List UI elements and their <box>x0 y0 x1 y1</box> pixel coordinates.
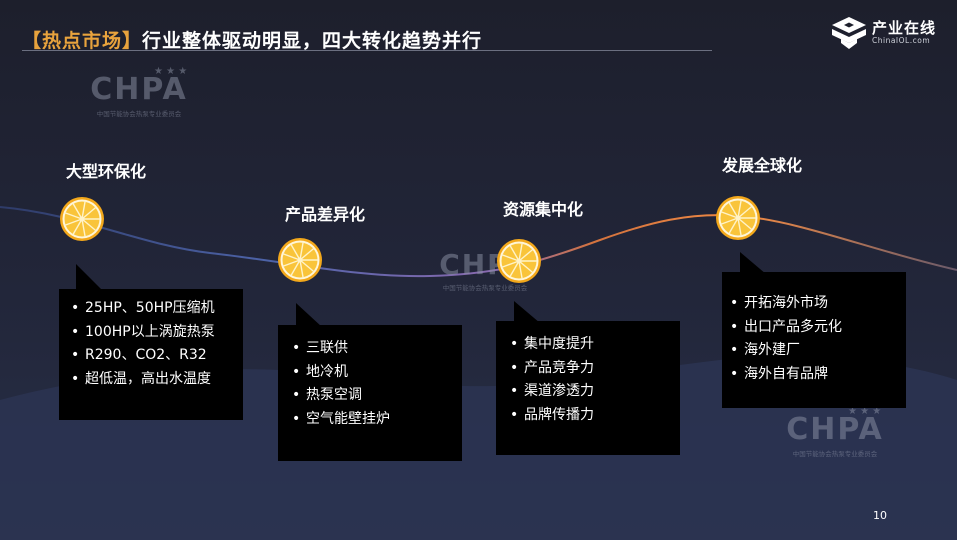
orange-slice-icon <box>496 238 542 284</box>
logo-domain: ChinaIOL.com <box>872 36 931 45</box>
callout-pointer <box>514 301 540 323</box>
title-tag: 【热点市场】 <box>22 30 143 52</box>
callout-pointer <box>740 252 766 274</box>
stage-item: 超低温，高出水温度 <box>71 368 243 392</box>
stage-heading: 发展全球化 <box>722 156 803 175</box>
stage-item: R290、CO2、R32 <box>71 344 243 368</box>
logo-name: 产业在线 <box>872 19 937 37</box>
chinaiol-logo: 产业在线 ChinaIOL.com <box>831 16 936 50</box>
watermark-stars: ★ ★ ★ <box>848 406 882 417</box>
stage-box: 集中度提升 产品竞争力 渠道渗透力 品牌传播力 <box>496 321 680 455</box>
watermark-bottom-right: ★ ★ ★ CHPA 中国节能协会热泵专业委员会 <box>770 406 900 458</box>
stage-box: 三联供 地冷机 热泵空调 空气能壁挂炉 <box>278 325 462 461</box>
title-text: 行业整体驱动明显，四大转化趋势并行 <box>142 30 483 52</box>
stage-item: 海外建厂 <box>730 339 906 363</box>
stage-item: 产品竞争力 <box>510 357 680 381</box>
stage-item: 100HP以上涡旋热泵 <box>71 321 243 345</box>
watermark-logo: CHPA <box>786 412 884 447</box>
stage-item: 空气能壁挂炉 <box>292 408 462 432</box>
title-underline <box>22 50 712 51</box>
chinaiol-logo-icon <box>832 17 866 49</box>
stage-heading: 大型环保化 <box>66 162 147 181</box>
orange-slice-icon <box>277 237 323 283</box>
stage-item: 出口产品多元化 <box>730 316 906 340</box>
orange-slice-icon <box>715 195 761 241</box>
slide-title: 【热点市场】行业整体驱动明显，四大转化趋势并行 <box>22 26 482 53</box>
watermark-logo: CHPA <box>90 72 188 107</box>
stage-item: 集中度提升 <box>510 333 680 357</box>
stage-box: 开拓海外市场 出口产品多元化 海外建厂 海外自有品牌 <box>722 272 906 408</box>
stage-item: 开拓海外市场 <box>730 292 906 316</box>
stage-item: 渠道渗透力 <box>510 380 680 404</box>
stage-item: 25HP、50HP压缩机 <box>71 297 243 321</box>
watermark-org: 中国节能协会热泵专业委员会 <box>96 110 182 118</box>
watermark-stars: ★ ★ ★ <box>154 66 188 77</box>
stage-item: 地冷机 <box>292 361 462 385</box>
watermark-org: 中国节能协会热泵专业委员会 <box>442 284 528 292</box>
callout-pointer <box>76 264 102 290</box>
stage-item: 三联供 <box>292 337 462 361</box>
stage-heading: 资源集中化 <box>503 200 584 219</box>
stage-item: 品牌传播力 <box>510 404 680 428</box>
orange-slice-icon <box>59 196 105 242</box>
stage-box: 25HP、50HP压缩机 100HP以上涡旋热泵 R290、CO2、R32 超低… <box>59 289 243 420</box>
watermark-org: 中国节能协会热泵专业委员会 <box>792 450 878 458</box>
page-number: 10 <box>873 509 887 522</box>
callout-pointer <box>296 303 322 327</box>
stage-heading: 产品差异化 <box>285 205 366 224</box>
stage-item: 热泵空调 <box>292 384 462 408</box>
stage-item: 海外自有品牌 <box>730 363 906 387</box>
watermark-top-left: ★ ★ ★ CHPA 中国节能协会热泵专业委员会 <box>74 66 204 118</box>
